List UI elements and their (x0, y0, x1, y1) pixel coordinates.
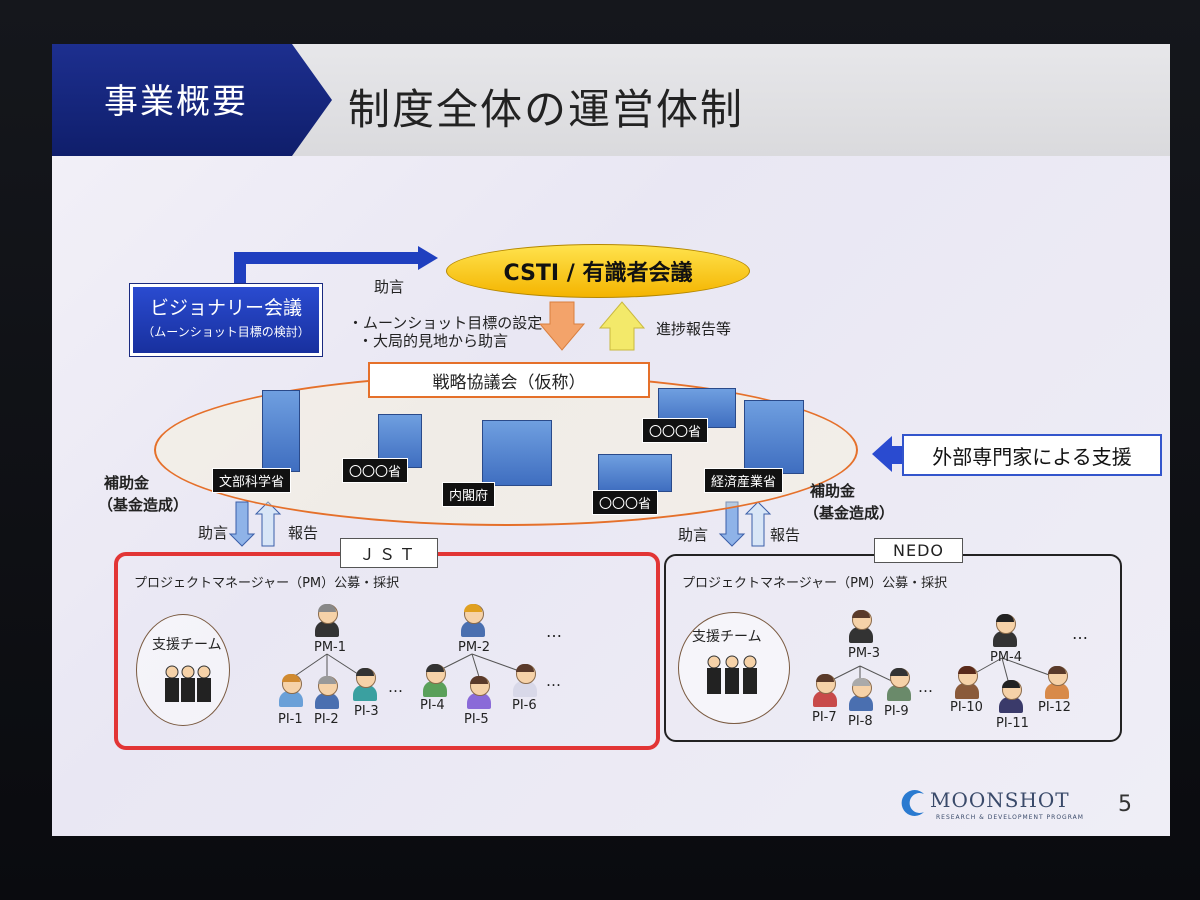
pi-10-label: PI-10 (950, 700, 983, 715)
pi-1-avatar (278, 674, 304, 708)
strategy-council: 戦略協議会（仮称） (368, 362, 650, 398)
csti-council: CSTI / 有識者会議 (446, 244, 750, 298)
report-right: 報告 (770, 526, 801, 544)
pi-4-avatar (422, 664, 448, 698)
pi-9-avatar (886, 668, 912, 702)
ministry-label-3: 〇〇〇省 (642, 418, 709, 443)
jst-pm-ellipsis: … (546, 622, 562, 641)
jst-pm-recruit: プロジェクトマネージャー（PM）公募・採択 (134, 576, 400, 591)
pi-3-label: PI-3 (354, 704, 379, 719)
pi-2-label: PI-2 (314, 712, 339, 727)
mext-building (262, 390, 300, 472)
nedo-pm-ellipsis: … (1072, 624, 1088, 643)
advice-left: 助言 (198, 524, 229, 542)
pi-12-avatar (1044, 666, 1070, 700)
pi-10-avatar (954, 666, 980, 700)
pi-12-label: PI-12 (1038, 700, 1071, 715)
advice-top-label: 助言 (374, 278, 405, 296)
pi-3-avatar (352, 668, 378, 702)
ministry-building-2 (598, 454, 672, 492)
visionary-council: ビジョナリー会議 （ムーンショット目標の検討） (130, 284, 322, 356)
subsidy-right-2: （基金造成） (804, 504, 895, 522)
cabinet-building (482, 420, 552, 486)
pm-2-label: PM-2 (458, 640, 491, 655)
mext-label: 文部科学省 (212, 468, 292, 493)
advice-right: 助言 (678, 526, 709, 544)
pi-11-label: PI-11 (996, 716, 1029, 731)
pi-8-avatar (848, 678, 874, 712)
pi-8-label: PI-8 (848, 714, 873, 729)
goal-line-1: ・ムーンショット目標の設定 (348, 314, 543, 332)
jst-team-label: 支援チーム (152, 637, 222, 653)
nedo-team-people (702, 654, 762, 698)
pm-1-avatar (314, 604, 340, 638)
progress-report-label: 進捗報告等 (656, 320, 732, 338)
pi-1-label: PI-1 (278, 712, 303, 727)
pi-6-label: PI-6 (512, 698, 537, 713)
pm-1-label: PM-1 (314, 640, 347, 655)
pi-7-avatar (812, 674, 838, 708)
nedo-tag: NEDO (874, 538, 963, 563)
jst-team-people (160, 664, 216, 704)
pi-2-avatar (314, 676, 340, 710)
moonshot-logo-text: MOONSHOT (930, 788, 1070, 812)
visionary-title: ビジョナリー会議 (149, 297, 302, 319)
jst-tag: ＪＳＴ (340, 538, 439, 568)
ministry-label-2: 〇〇〇省 (592, 490, 659, 515)
pi-11-avatar (998, 680, 1024, 714)
pi-5-avatar (466, 676, 492, 710)
slide-header: 事業概要 制度全体の運営体制 (52, 44, 1170, 156)
pi-9-label: PI-9 (884, 704, 909, 719)
moonshot-logo-subtitle: RESEARCH & DEVELOPMENT PROGRAM (936, 814, 1084, 821)
subsidy-left-1: 補助金 (104, 474, 150, 492)
cabinet-label: 内閣府 (442, 482, 496, 507)
goal-line-2: ・大局的見地から助言 (358, 332, 509, 350)
nedo-pi-ellipsis-1: … (918, 678, 933, 696)
nedo-team-label: 支援チーム (692, 629, 762, 645)
jst-pi-ellipsis-1: … (388, 678, 403, 696)
section-label: 事業概要 (104, 82, 248, 122)
subsidy-right-1: 補助金 (810, 482, 856, 500)
pm-4-avatar (992, 614, 1018, 648)
subsidy-left-2: （基金造成） (98, 496, 189, 514)
pi-6-avatar (512, 664, 538, 698)
ministry-label-1: 〇〇〇省 (342, 458, 409, 483)
pm-4-label: PM-4 (990, 650, 1023, 665)
pm-2-avatar (460, 604, 486, 638)
report-left: 報告 (288, 524, 319, 542)
meti-building (744, 400, 804, 474)
connector-arrows (228, 246, 1053, 689)
pm-3-label: PM-3 (848, 646, 881, 661)
slide: 事業概要 制度全体の運営体制 CSTI / 有識者会議 (52, 44, 1170, 836)
external-support-box: 外部専門家による支援 (902, 434, 1162, 476)
pi-5-label: PI-5 (464, 712, 489, 727)
jst-pi-ellipsis-2: … (546, 672, 561, 690)
section-tab: 事業概要 (52, 44, 332, 156)
pm-3-avatar (848, 610, 874, 644)
page-title: 制度全体の運営体制 (348, 85, 745, 134)
moonshot-logo-icon (898, 788, 928, 818)
page-number: 5 (1118, 792, 1132, 817)
pi-7-label: PI-7 (812, 710, 837, 725)
nedo-pm-recruit: プロジェクトマネージャー（PM）公募・採択 (682, 576, 948, 591)
visionary-subtitle: （ムーンショット目標の検討） (142, 325, 310, 339)
meti-label: 経済産業省 (704, 468, 784, 493)
pi-4-label: PI-4 (420, 698, 445, 713)
